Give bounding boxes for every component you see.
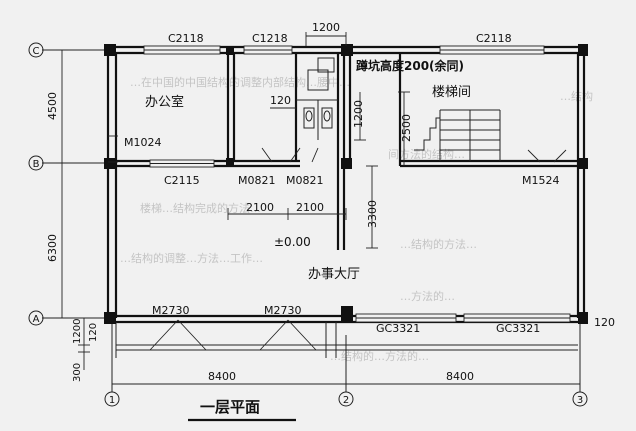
dim-label-120-right: 120 (594, 316, 615, 329)
room-label-stair: 楼梯间 (432, 85, 471, 100)
axis-bubble-3 (572, 391, 588, 407)
windows (143, 45, 571, 323)
plan-title: 一层平面 (200, 398, 260, 416)
axis-label-c: C (33, 46, 40, 57)
window-label-c2118-left: C2118 (168, 32, 204, 45)
axis-label-b: B (33, 159, 40, 170)
axis-bubbles: C B A 1 2 3 (28, 42, 588, 407)
door-label-m0821-a: M0821 (238, 174, 276, 187)
faint-text-row: …结构的…方法的… (330, 349, 429, 363)
faint-text-row: …结构的调整…方法…工作… (120, 251, 263, 265)
stairs (414, 109, 501, 161)
axis-lines (42, 49, 581, 392)
dim-label-8400-a: 8400 (208, 370, 236, 383)
door-label-m1024: M1024 (124, 136, 162, 149)
window-label-gc3321-a: GC3321 (376, 322, 420, 335)
dim-label-1200-vertical: 1200 (352, 100, 365, 128)
window-label-c1218: C1218 (252, 32, 288, 45)
doors (108, 135, 567, 351)
room-label-hall: 办事大厅 (308, 267, 360, 282)
dim-label-2100-a: 2100 (246, 201, 274, 214)
dim-label-300: 300 (72, 363, 83, 382)
faint-text-row: …在中国的中国结构的调整内部结构…腰中… (130, 75, 350, 89)
window-label-c2118-right: C2118 (476, 32, 512, 45)
door-label-m1524: M1524 (522, 174, 560, 187)
axis-bubble-2 (338, 391, 354, 407)
dim-label-120-wc: 120 (270, 94, 291, 107)
door-label-m2730-b: M2730 (264, 304, 302, 317)
axis-label-a: A (33, 314, 40, 325)
axis-label-3: 3 (577, 395, 583, 406)
axis-bubble-c (28, 42, 44, 58)
axis-bubble-1 (104, 391, 120, 407)
faint-text-row: …结构 (560, 89, 593, 103)
faint-text-row: …结构的方法… (400, 237, 477, 251)
dim-label-120-left: 120 (88, 323, 99, 342)
window-label-gc3321-b: GC3321 (496, 322, 540, 335)
dim-label-2100-b: 2100 (296, 201, 324, 214)
axis-label-2: 2 (343, 395, 349, 406)
squat-height-note: 蹲坑高度200(余同) (356, 58, 464, 73)
room-label-office: 办公室 (145, 94, 184, 110)
dim-label-8400-b: 8400 (446, 370, 474, 383)
faint-text-row: …方法的… (400, 289, 455, 303)
door-label-m2730-a: M2730 (152, 304, 190, 317)
door-label-m0821-b: M0821 (286, 174, 324, 187)
faint-text-row: 楼梯…结构完成的方法… (140, 201, 261, 215)
floor-elevation: ±0.00 (274, 235, 311, 249)
axis-bubble-b (28, 155, 44, 171)
axis-label-1: 1 (109, 395, 115, 406)
dim-label-1200-left: 1200 (72, 319, 83, 344)
dim-label-3300: 3300 (366, 200, 379, 228)
columns (104, 44, 588, 324)
dimension-lines (56, 32, 581, 389)
window-label-c2115: C2115 (164, 174, 200, 187)
dim-label-6300: 6300 (46, 234, 59, 262)
dim-label-4500: 4500 (46, 92, 59, 120)
dim-label-1200-top: 1200 (312, 21, 340, 34)
dim-label-2500: 2500 (400, 114, 413, 142)
toilet-fixtures (296, 57, 338, 140)
axis-bubble-a (28, 310, 44, 326)
